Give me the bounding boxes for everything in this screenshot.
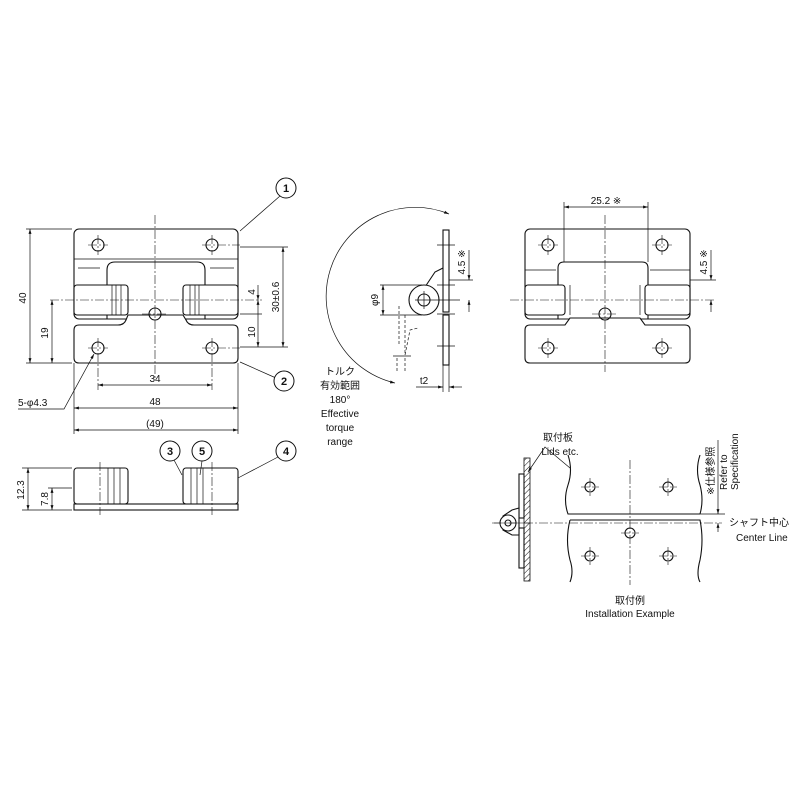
torque-label-jp-2: 有効範囲: [320, 379, 360, 392]
mounting-hole: [88, 338, 108, 390]
mounting-hole: [581, 478, 599, 496]
dim-25-2: 25.2 ※: [591, 196, 622, 207]
balloon-5: 5: [199, 446, 205, 458]
mounting-hole: [88, 235, 108, 255]
mounting-hole: [581, 547, 599, 565]
mounting-hole: [659, 547, 677, 565]
lids-label-en: Lids etc.: [541, 447, 578, 458]
dim-40: 40: [18, 292, 29, 304]
installation-title-en: Installation Example: [585, 609, 675, 620]
dim-4: 4: [247, 289, 258, 295]
hole-spec: 5-φ4.3: [18, 398, 48, 409]
center-line-jp: シャフト中心: [729, 516, 789, 529]
rear-view: 25.2 ※ 4.5 ※: [510, 196, 716, 372]
dim-12-3: 12.3: [16, 480, 27, 500]
mounting-hole: [538, 235, 558, 255]
mounting-hole: [659, 478, 677, 496]
lids-label-jp: 取付板: [543, 431, 573, 444]
side-view: 12.3 7.8 3 5 4: [16, 440, 297, 515]
torque-label-en-3: range: [327, 437, 353, 448]
dim-48: 48: [149, 397, 161, 408]
torque-label-en-1: Effective: [321, 409, 360, 420]
balloon-1: 1: [283, 183, 289, 195]
installation-example: 取付板 Lids etc. ※仕様参照 Refer to Specificati…: [492, 431, 789, 620]
front-view: 40 19 34 48 (49) 5-φ4.3 30±0.6 4 10 1 2: [18, 177, 297, 434]
mounting-hole: [538, 338, 558, 358]
torque-label-jp-1: トルク: [325, 366, 355, 378]
balloon-4: 4: [283, 446, 290, 458]
mounting-hole: [652, 235, 672, 255]
spec-label-en-1: Refer to: [719, 454, 730, 490]
dim-phi9: φ9: [370, 294, 381, 306]
dim-49: (49): [146, 419, 164, 430]
mounting-hole: [202, 235, 240, 255]
section-view: φ9 4.5 ※ t2 トルク 有効範囲 180° Effective torq…: [320, 207, 473, 448]
dim-19: 19: [40, 327, 51, 339]
dim-7-8: 7.8: [40, 492, 51, 506]
spec-label-jp: ※仕様参照: [704, 447, 717, 495]
center-line-en: Center Line: [736, 533, 788, 544]
balloon-2: 2: [281, 376, 287, 388]
dim-t2: t2: [420, 376, 429, 387]
mounting-hole: [652, 338, 672, 358]
dim-4-5-rear: 4.5 ※: [699, 249, 710, 274]
torque-angle: 180°: [330, 395, 351, 406]
installation-title-jp: 取付例: [615, 594, 645, 607]
dim-30: 30±0.6: [271, 281, 282, 312]
mounting-hole: [202, 338, 240, 390]
torque-label-en-2: torque: [326, 423, 355, 434]
balloon-3: 3: [167, 446, 173, 458]
dim-34: 34: [149, 374, 161, 385]
dim-4-5-section: 4.5 ※: [457, 249, 468, 274]
spec-label-en-2: Specification: [730, 433, 741, 490]
dim-10: 10: [247, 326, 258, 338]
